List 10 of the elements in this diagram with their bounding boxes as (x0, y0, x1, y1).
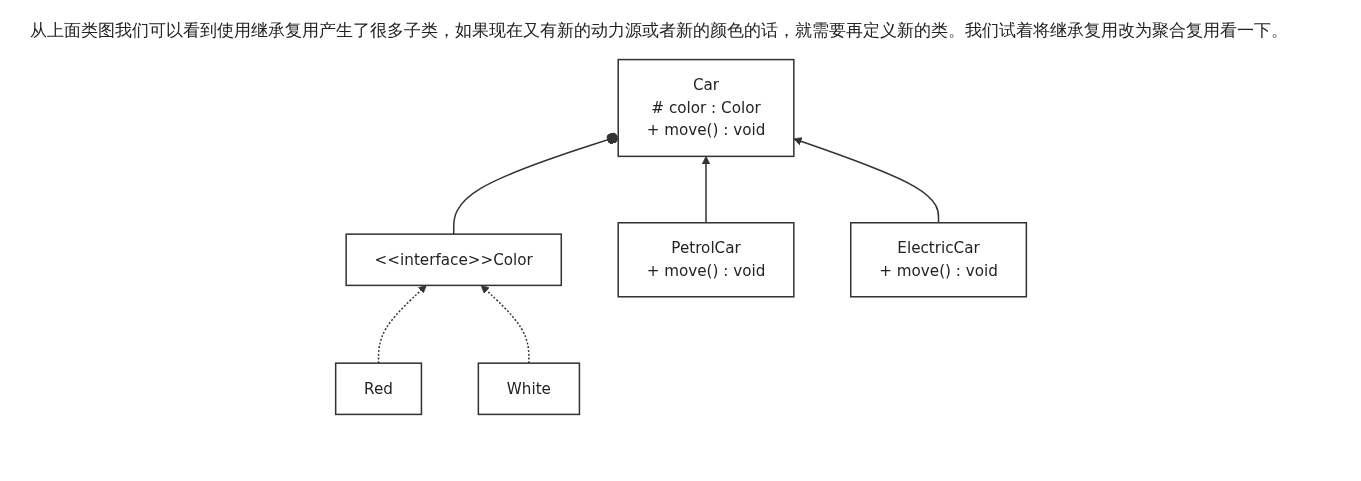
node-box: PetrolCar + move() : void (616, 222, 795, 298)
node-box: Red (334, 362, 422, 416)
paragraph-text: 从上面类图我们可以看到使用继承复用产生了很多子类，如果现在又有新的动力源或者新的颜色的话，就需要再定义新的类。我们试着将继承复用改为聚合复用看一下。 (30, 19, 1289, 42)
node-box: ElectricCar + move() : void (849, 222, 1027, 298)
node-box: <<interface>>Color (344, 233, 562, 287)
arrow (480, 285, 530, 364)
node-box: White (477, 362, 580, 416)
node-box: Car # color : Color + move() : void (616, 58, 795, 158)
arrow (377, 285, 427, 364)
arrow (701, 156, 710, 224)
